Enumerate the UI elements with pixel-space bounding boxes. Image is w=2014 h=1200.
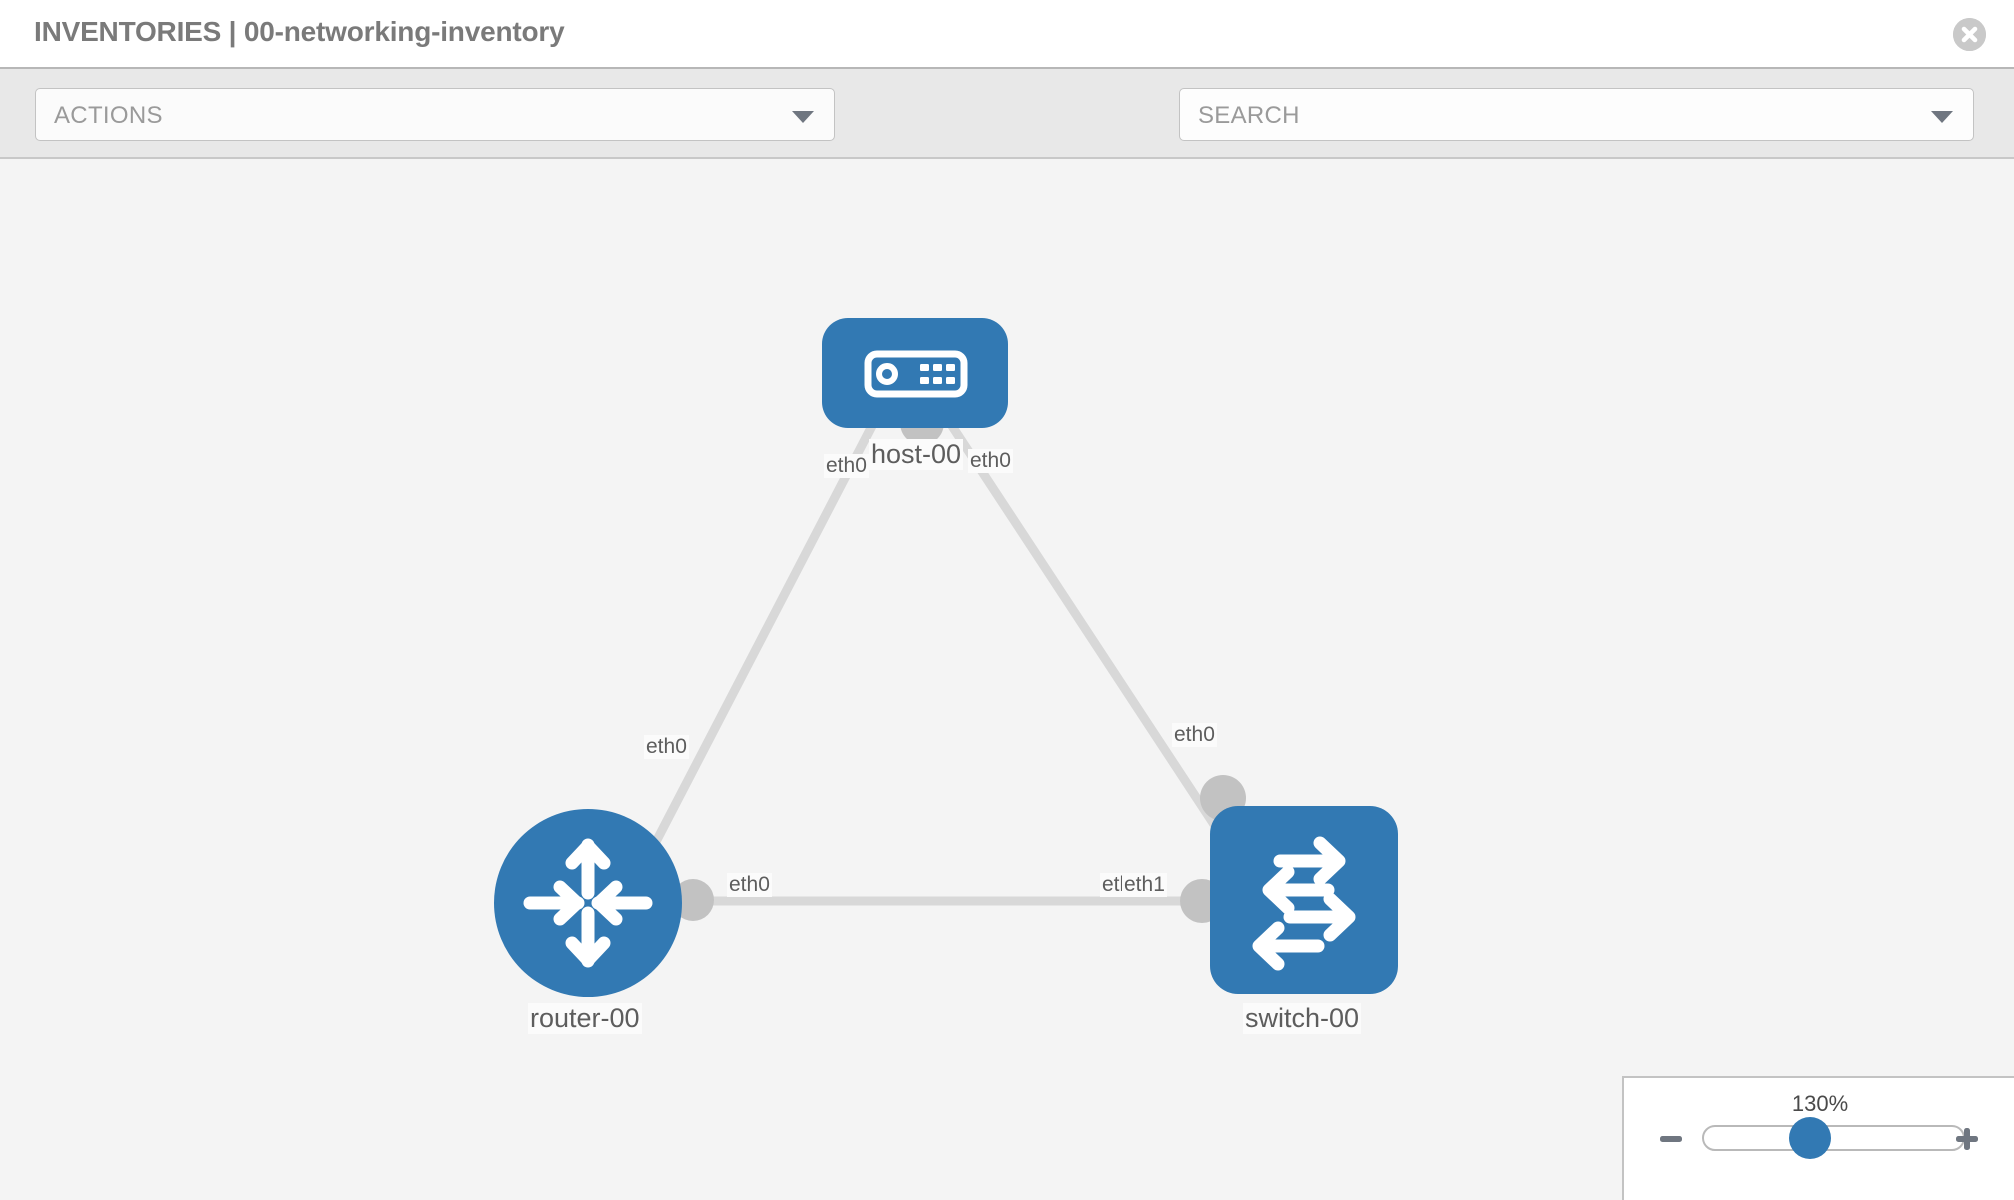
toolbar: ACTIONS SEARCH — [0, 69, 2014, 202]
topology-node-switch-00[interactable] — [1210, 806, 1398, 994]
search-input-label: SEARCH — [1198, 102, 1300, 129]
switch-arrows-icon — [1252, 836, 1356, 971]
iface-label-switch-up: eth0 — [1172, 723, 1217, 747]
edge-host-router — [641, 421, 877, 866]
iface-label-host-right: eth0 — [968, 449, 1013, 473]
iface-label-switch-left: eth1 — [1122, 873, 1167, 897]
actions-dropdown[interactable]: ACTIONS — [35, 88, 835, 141]
page-title: INVENTORIES | 00-networking-inventory — [34, 16, 565, 47]
edge-host-switch — [947, 421, 1243, 866]
topology-node-label-host-00: host-00 — [869, 439, 964, 470]
minus-icon[interactable] — [1658, 1126, 1684, 1157]
topology-canvas[interactable]: eth0 eth0 eth0 eth0 eth0 eth0 eth1 host-… — [0, 161, 2014, 1200]
zoom-level-value: 130% — [1791, 1091, 1849, 1116]
topology-node-host-00[interactable] — [822, 318, 1008, 428]
chevron-down-icon — [1931, 111, 1953, 123]
iface-label-router-right: eth0 — [727, 873, 772, 897]
iface-label-host-left: eth0 — [824, 454, 869, 478]
topology-node-label-switch-00: switch-00 — [1243, 1003, 1362, 1034]
page-header: INVENTORIES | 00-networking-inventory — [0, 0, 2014, 69]
actions-dropdown-label: ACTIONS — [54, 102, 163, 129]
zoom-slider[interactable] — [1702, 1125, 1965, 1151]
iface-label-router-up: eth0 — [644, 735, 689, 759]
plus-icon[interactable] — [1954, 1126, 1980, 1157]
topology-node-router-00[interactable] — [494, 809, 682, 997]
server-device-icon — [864, 350, 968, 398]
zoom-control-panel: 130% — [1622, 1076, 2014, 1200]
search-input[interactable]: SEARCH — [1179, 88, 1974, 141]
zoom-slider-thumb[interactable] — [1789, 1117, 1831, 1159]
topology-edges — [641, 421, 1243, 906]
router-arrows-icon — [523, 838, 653, 968]
topology-node-label-router-00: router-00 — [528, 1003, 642, 1034]
chevron-down-icon — [792, 111, 814, 123]
close-icon[interactable] — [1953, 18, 1986, 51]
